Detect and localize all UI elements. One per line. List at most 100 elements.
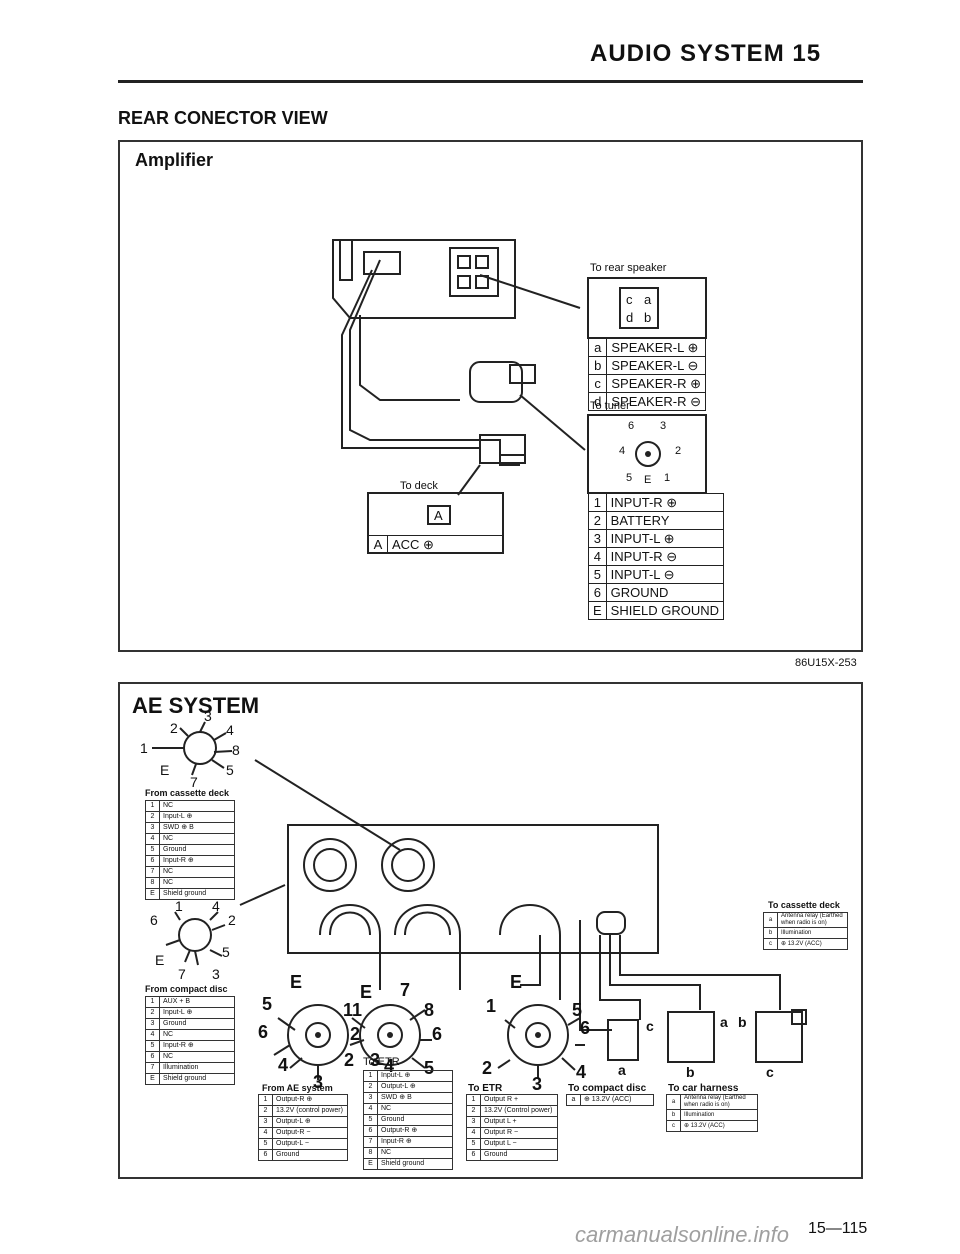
pin-value: Input-L ⊕	[159, 811, 235, 823]
pin-key: 3	[258, 1116, 273, 1128]
pin-value: Ground	[480, 1149, 558, 1161]
pin-value: BATTERY	[605, 511, 725, 530]
pin-key: 4	[466, 1127, 481, 1139]
pin-key: 2	[363, 1081, 378, 1093]
compact-pin-6: 6	[150, 912, 158, 928]
pin-key: 5	[145, 844, 160, 856]
pin-key: b	[666, 1109, 681, 1121]
pin-value: SWD ⊕ B	[377, 1092, 453, 1104]
c2-pin-3: 3	[370, 1050, 381, 1070]
c1-pin-1: 1	[343, 1000, 354, 1020]
pin-value: AUX + B	[159, 996, 235, 1008]
pin-key: 3	[466, 1116, 481, 1128]
pin-key: E	[145, 888, 160, 900]
compact-pin-3: 3	[212, 966, 220, 982]
compact-pin-2: 2	[228, 912, 236, 928]
pin-key: 6	[363, 1125, 378, 1137]
c2-pin-5: 5	[424, 1058, 435, 1078]
pin-key: 2	[258, 1105, 273, 1117]
pin-value: Illumination	[777, 927, 848, 939]
cassette-pin-1: 1	[140, 740, 148, 756]
pin-value: Ground	[377, 1114, 453, 1126]
pin-key: 6	[466, 1149, 481, 1161]
pin-key: a	[587, 338, 608, 357]
pin-value: NC	[377, 1103, 453, 1115]
pin-value: Illumination	[159, 1062, 235, 1074]
pin-value: Output R +	[480, 1094, 558, 1106]
pin-key: 2	[588, 511, 607, 530]
from-ae-label: From AE system	[262, 1083, 333, 1093]
pin-key: 2	[145, 811, 160, 823]
tuner-pin-6: 6	[628, 420, 635, 432]
pin-key: 4	[258, 1127, 273, 1139]
pin-key: 6	[588, 583, 607, 602]
pin-key: 6	[145, 1051, 160, 1063]
conn-letter-c2: c	[766, 1064, 774, 1080]
pin-value: Output-R −	[272, 1127, 348, 1139]
pin-value: Ground	[272, 1149, 348, 1161]
to-etr-b-label: To ETR	[468, 1083, 503, 1094]
figure-code: 86U15X-253	[795, 657, 857, 669]
pin-value: SPEAKER-L ⊕	[606, 338, 706, 357]
pin-key: 1	[145, 996, 160, 1008]
c2-pin-8: 8	[424, 1000, 435, 1020]
pin-value: Output-L ⊕	[377, 1081, 453, 1093]
c1-pin-4: 4	[278, 1055, 289, 1075]
pin-key: 2	[145, 1007, 160, 1019]
pin-value: Antenna relay (Earthed when radio is on)	[680, 1094, 758, 1110]
speaker-pin-d: d	[626, 310, 634, 325]
pin-key: E	[363, 1158, 378, 1170]
to-compact-disc-label: To compact disc	[568, 1083, 647, 1094]
conn-letter-b: b	[738, 1014, 747, 1030]
speaker-pin-c: c	[626, 292, 633, 307]
pin-key: 4	[145, 833, 160, 845]
pin-key: 4	[145, 1029, 160, 1041]
c1-pin-e: E	[290, 972, 303, 992]
cassette-pin-3: 3	[204, 708, 212, 724]
speaker-pin-a: a	[644, 292, 652, 307]
c2-pin-2: 2	[350, 1024, 361, 1044]
conn-letter-a2: a	[618, 1062, 626, 1078]
tuner-pin-5: 5	[626, 472, 633, 484]
c3-pin-3: 3	[532, 1074, 543, 1094]
cassette-pin-8: 8	[232, 742, 240, 758]
pin-key: 3	[588, 529, 607, 548]
pin-key: b	[587, 356, 608, 375]
cd-pin-table: a⊕ 13.2V (ACC)	[566, 1094, 654, 1106]
to-deck-label: To deck	[400, 480, 438, 492]
ae-system-title: AE SYSTEM	[132, 693, 260, 718]
page-number: 15—115	[808, 1220, 868, 1237]
pin-value: INPUT-R ⊕	[605, 493, 725, 512]
